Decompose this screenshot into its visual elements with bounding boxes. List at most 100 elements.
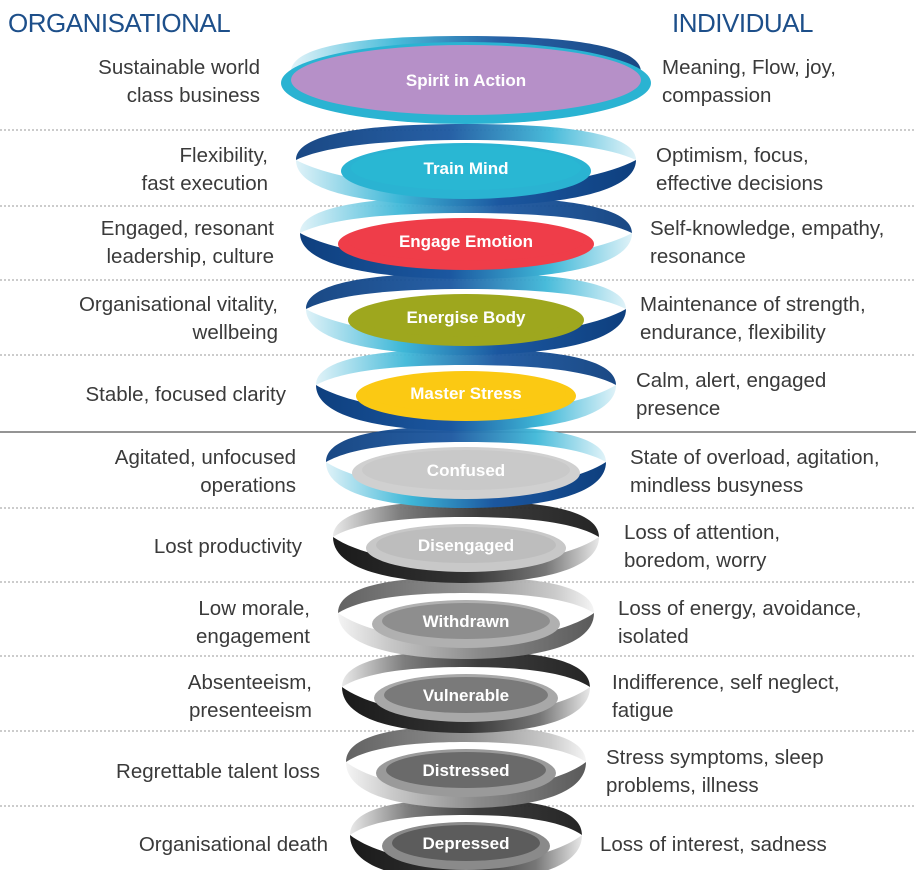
level-train-mind: Train Mind — [296, 124, 636, 206]
band-lower — [342, 687, 590, 733]
organisational-header: ORGANISATIONAL — [8, 8, 231, 38]
organisational-label: Flexibility, fast execution — [142, 142, 269, 198]
level-disengaged: Disengaged — [333, 501, 599, 583]
individual-label: Loss of interest, sadness — [600, 831, 827, 859]
level-label: Confused — [427, 461, 505, 480]
organisational-label-line: Engaged, resonant — [100, 217, 274, 240]
level-depressed: Depressed — [350, 799, 582, 870]
level-label: Withdrawn — [423, 612, 510, 631]
individual-label-line: fatigue — [612, 699, 674, 722]
individual-label-line: Loss of interest, sadness — [600, 833, 827, 856]
band-upper — [346, 726, 586, 762]
band-lower — [346, 762, 586, 808]
individual-label: Self-knowledge, empathy, resonance — [650, 215, 884, 271]
individual-label-line: Meaning, Flow, joy, — [662, 56, 836, 79]
level-label: Distressed — [423, 761, 510, 780]
level-label: Engage Emotion — [399, 232, 533, 251]
band-upper — [296, 124, 636, 160]
band-lower — [300, 233, 632, 279]
level-label: Train Mind — [424, 159, 509, 178]
level-label: Master Stress — [410, 384, 522, 403]
individual-label: Meaning, Flow, joy,compassion — [662, 54, 836, 110]
organisational-label-line: Low morale, — [198, 597, 310, 620]
level-disc — [386, 752, 546, 788]
band-upper — [316, 349, 616, 385]
level-disc — [362, 450, 570, 490]
level-label: Spirit in Action — [406, 71, 526, 90]
organisational-label-line: Stable, focused clarity — [85, 383, 286, 406]
organisational-label: Lost productivity — [154, 533, 302, 561]
individual-label: Loss of attention, boredom, worry — [624, 519, 780, 575]
organisational-label-line: Regrettable talent loss — [116, 760, 320, 783]
level-label: Depressed — [423, 834, 510, 853]
band-lower — [306, 309, 626, 355]
individual-label: Maintenance of strength,endurance, flexi… — [640, 291, 866, 347]
organisational-label-line: Lost productivity — [153, 535, 302, 558]
organisational-label-line: Organisational vitality, — [78, 293, 278, 316]
individual-label-line: Self-knowledge, empathy, — [650, 217, 885, 240]
organisational-label: Organisational death — [139, 831, 328, 859]
organisational-label: Sustainable world class business — [98, 54, 260, 110]
level-disc — [366, 374, 566, 412]
band-lower — [296, 160, 636, 206]
organisational-label-line: operations — [200, 474, 296, 497]
individual-label: Loss of energy, avoidance,isolated — [618, 595, 862, 651]
individual-header: INDIVIDUAL — [672, 8, 813, 38]
organisational-label: Low morale, engagement — [196, 595, 310, 651]
individual-label-line: presence — [636, 397, 721, 420]
individual-label-line: mindless busyness — [630, 474, 804, 497]
band-upper — [326, 426, 606, 462]
organisational-label: Stable, focused clarity — [85, 381, 286, 409]
organisational-label: Engaged, resonant leadership, culture — [101, 215, 274, 271]
individual-label: Indifference, self neglect, fatigue — [612, 669, 840, 725]
organisational-label-line: leadership, culture — [106, 245, 274, 268]
level-engage-emotion: Engage Emotion — [300, 197, 632, 279]
individual-label-line: effective decisions — [656, 172, 824, 195]
band-lower — [338, 613, 594, 659]
level-energise-body: Energise Body — [306, 273, 626, 355]
band-upper — [338, 577, 594, 613]
individual-label-line: problems, illness — [606, 774, 759, 797]
organisational-label-line: wellbeing — [192, 321, 278, 344]
band-lower — [326, 462, 606, 508]
band-lower — [316, 385, 616, 431]
individual-label-line: Loss of attention, — [624, 521, 781, 544]
organisational-label-line: presenteeism — [188, 699, 312, 722]
band-upper — [306, 273, 626, 309]
level-disc — [392, 825, 540, 861]
band-upper — [300, 197, 632, 233]
organisational-label: Organisational vitality, wellbeing — [79, 291, 278, 347]
organisational-label-line: Flexibility, — [179, 144, 268, 167]
band-upper — [342, 651, 590, 687]
individual-label-line: resonance — [650, 245, 746, 268]
individual-label-line: Indifference, self neglect, — [612, 671, 840, 694]
level-distressed: Distressed — [346, 726, 586, 808]
level-disc — [384, 677, 548, 713]
level-disc — [358, 297, 574, 337]
band-lower — [333, 537, 599, 583]
level-withdrawn: Withdrawn — [338, 577, 594, 659]
organisational-label: Regrettable talent loss — [116, 758, 320, 786]
level-vulnerable: Vulnerable — [342, 651, 590, 733]
organisational-label-line: Organisational death — [138, 833, 328, 856]
individual-label-line: State of overload, agitation, — [630, 446, 880, 469]
level-disc — [376, 527, 556, 563]
level-label: Energise Body — [406, 308, 526, 327]
organisational-label-line: engagement — [196, 625, 310, 648]
organisational-label-line: Absenteeism, — [187, 671, 312, 694]
band-upper — [333, 501, 599, 537]
level-disc — [382, 603, 550, 639]
organisational-label-line: class business — [126, 84, 260, 107]
organisational-label: Absenteeism, presenteeism — [188, 669, 312, 725]
band-upper — [350, 799, 582, 835]
level-disc — [348, 221, 584, 261]
individual-label-line: endurance, flexibility — [640, 321, 826, 344]
individual-label-line: boredom, worry — [624, 549, 767, 572]
organisational-label-line: fast execution — [141, 172, 269, 195]
organisational-label-line: Sustainable world — [98, 56, 260, 79]
level-label: Vulnerable — [423, 686, 509, 705]
